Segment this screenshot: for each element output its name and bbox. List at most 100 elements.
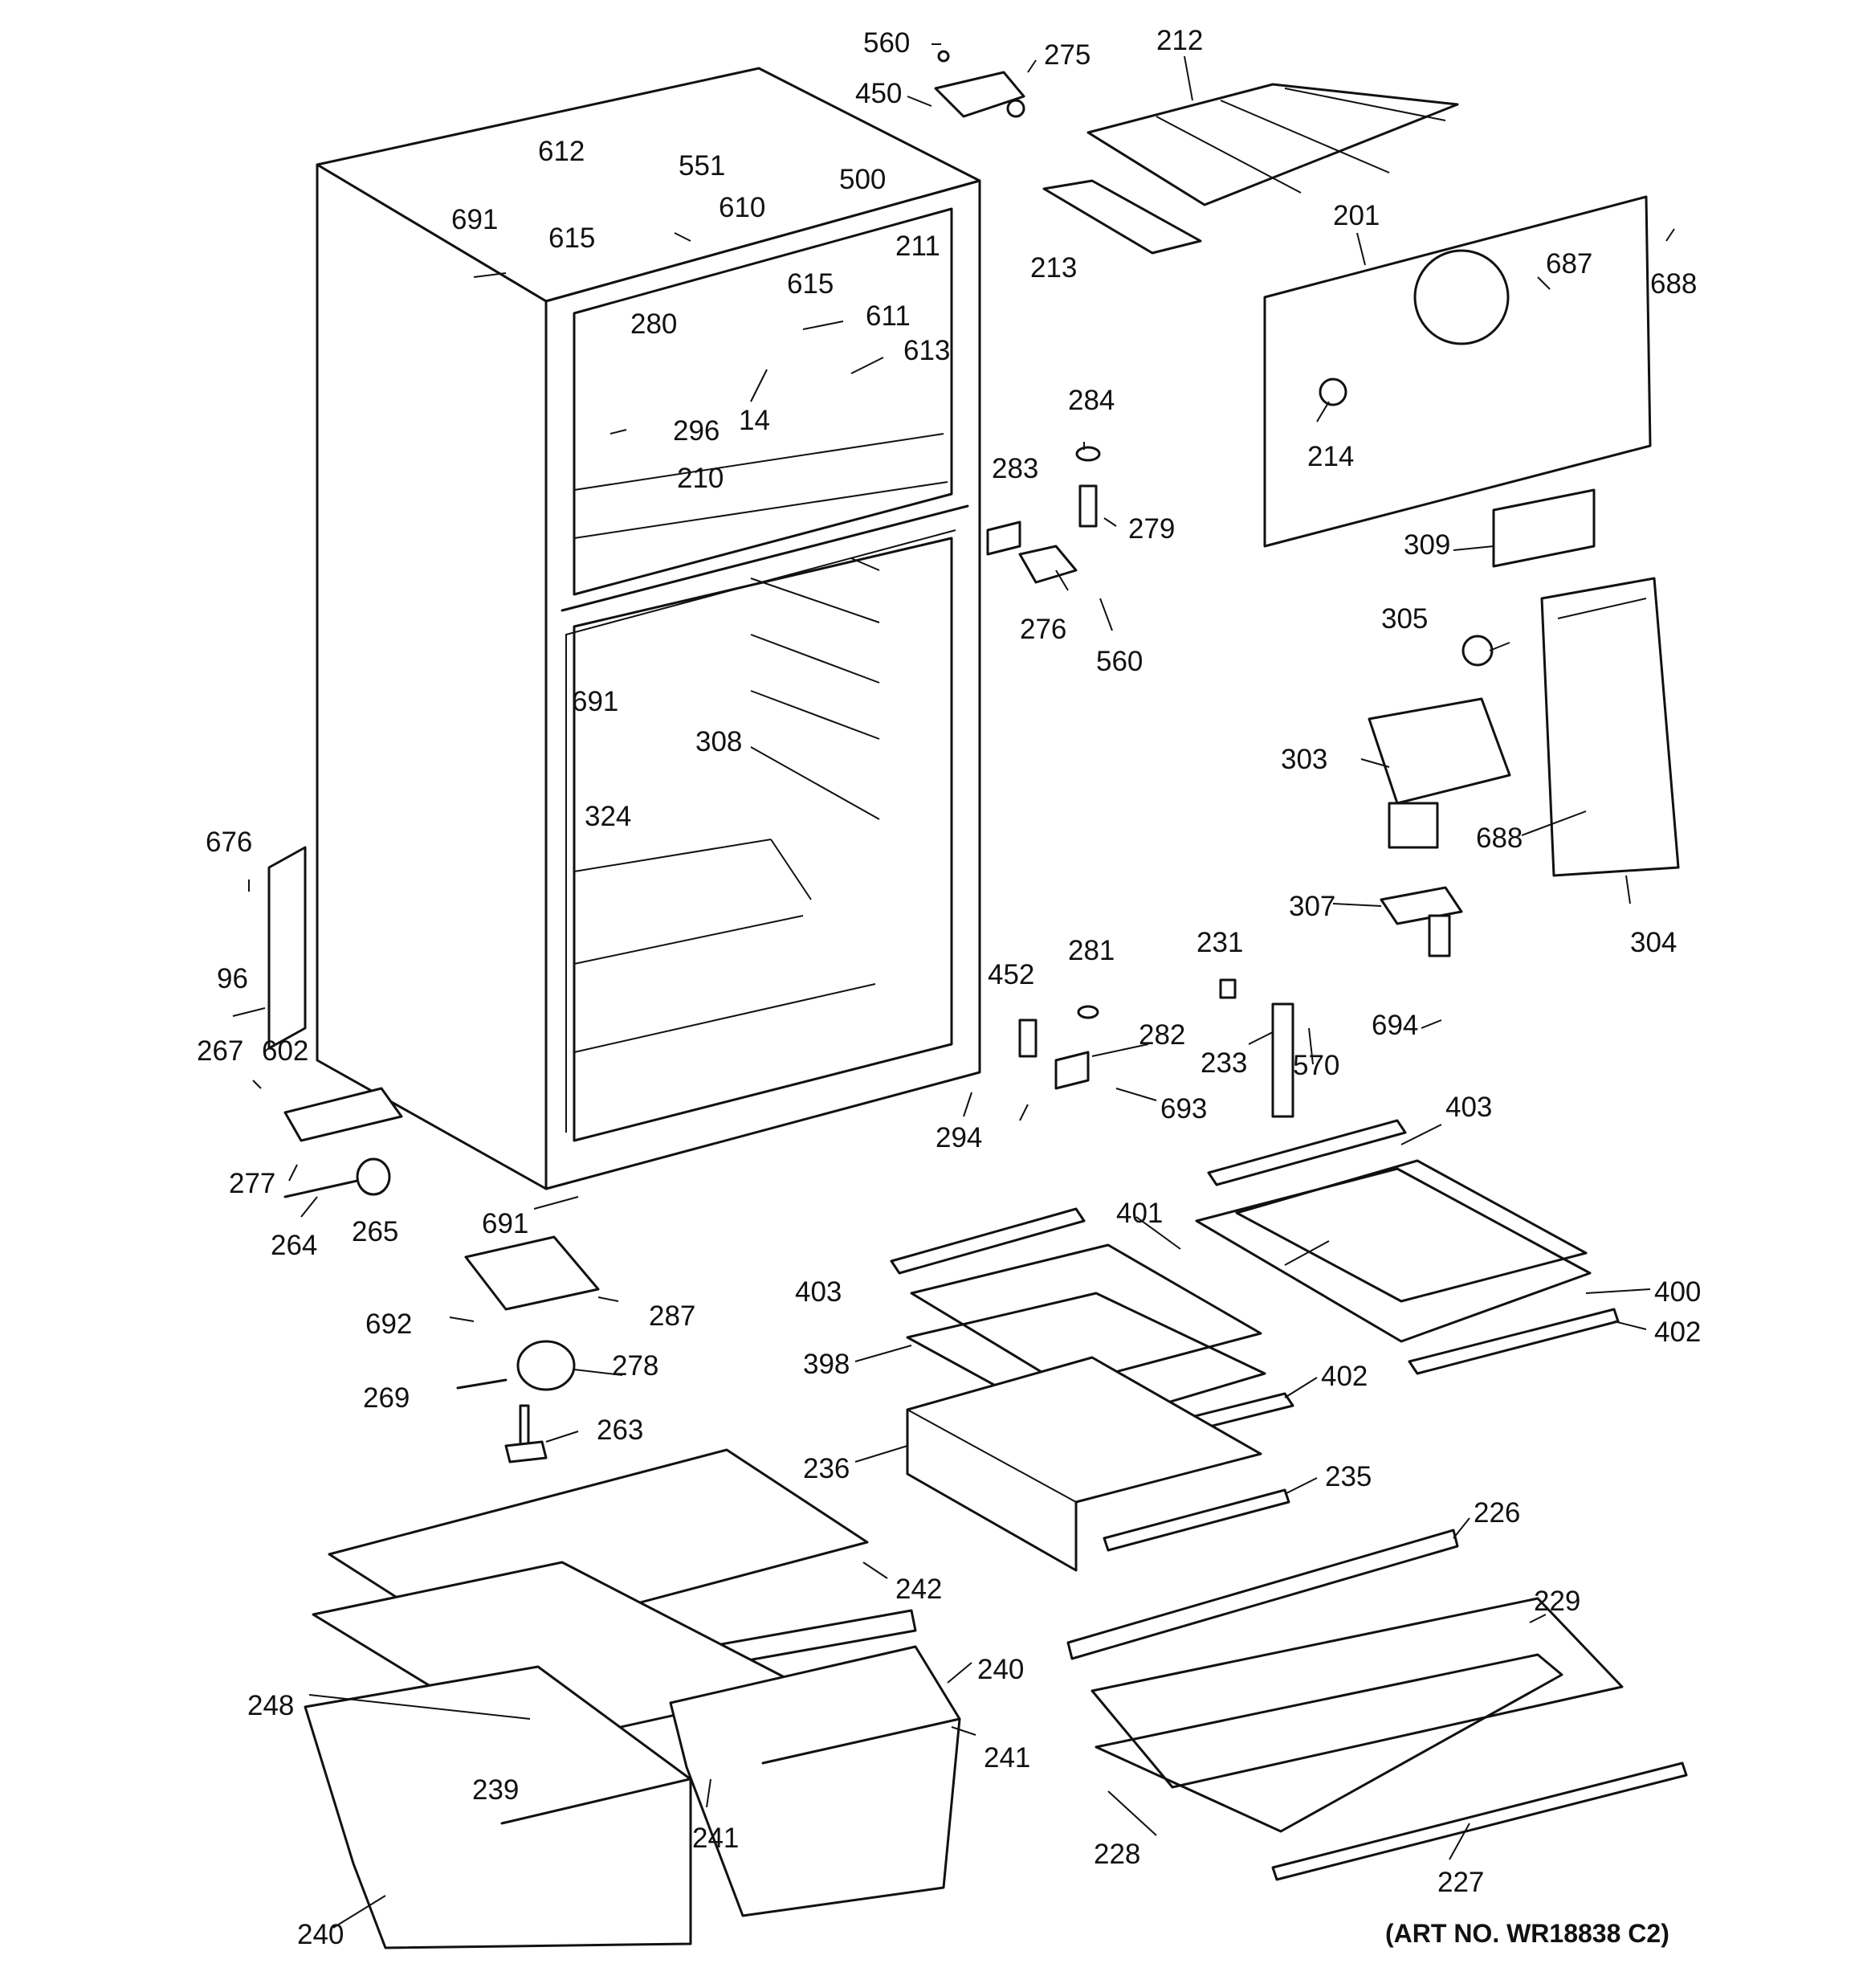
callout-602: 602 — [262, 1035, 308, 1067]
callout-241: 241 — [692, 1823, 739, 1854]
callout-398: 398 — [803, 1349, 850, 1380]
callout-276: 276 — [1020, 614, 1066, 645]
shelf-402-right — [1408, 1308, 1620, 1375]
callout-450: 450 — [855, 78, 902, 109]
callout-613: 613 — [903, 335, 950, 366]
callout-612: 612 — [538, 136, 585, 167]
callout-264: 264 — [271, 1230, 317, 1261]
leveler-plate-267 — [267, 846, 307, 1050]
callout-282: 282 — [1139, 1019, 1185, 1051]
control-housing-304 — [1540, 577, 1680, 877]
hinge-top-275 — [934, 50, 1025, 118]
callout-267: 267 — [197, 1035, 243, 1067]
crisper-drawer-236 — [906, 1356, 1262, 1572]
cabinet — [316, 67, 981, 1190]
leader-lines — [232, 43, 1675, 1929]
callout-551: 551 — [679, 150, 725, 182]
callout-403: 403 — [795, 1276, 842, 1308]
callout-611: 611 — [866, 300, 911, 332]
callout-210: 210 — [677, 463, 724, 494]
callout-304: 304 — [1630, 927, 1677, 958]
leveler-263 — [504, 1404, 548, 1463]
callout-296: 296 — [673, 415, 720, 447]
pin-269 — [456, 1378, 508, 1390]
callout-278: 278 — [612, 1350, 658, 1382]
callout-242: 242 — [895, 1574, 942, 1605]
callout-570: 570 — [1293, 1050, 1339, 1081]
callout-401: 401 — [1116, 1198, 1163, 1229]
callout-400: 400 — [1654, 1276, 1701, 1308]
rail-227 — [1271, 1761, 1688, 1881]
callout-676: 676 — [206, 827, 252, 858]
callout-241: 241 — [984, 1742, 1030, 1774]
hinge-center-276 — [986, 520, 1078, 584]
callout-229: 229 — [1534, 1586, 1580, 1617]
callout-227: 227 — [1437, 1867, 1484, 1898]
callout-560: 560 — [1096, 646, 1143, 677]
callout-277: 277 — [229, 1168, 275, 1199]
wire-shelf-212 — [1086, 83, 1459, 206]
callout-305: 305 — [1381, 603, 1428, 635]
callout-692: 692 — [365, 1308, 412, 1340]
hinge-lower-282 — [1018, 1005, 1099, 1090]
callout-307: 307 — [1289, 891, 1335, 922]
callout-279: 279 — [1128, 513, 1175, 545]
callout-691: 691 — [482, 1208, 528, 1239]
art-number: (ART NO. WR18838 C2) — [1385, 1919, 1669, 1948]
callout-284: 284 — [1068, 385, 1115, 416]
callout-213: 213 — [1030, 252, 1077, 284]
callout-402: 402 — [1654, 1316, 1701, 1348]
shelf-403-left — [890, 1207, 1086, 1275]
wheel-278 — [516, 1340, 576, 1391]
callout-500: 500 — [839, 164, 886, 195]
bin-240-right — [669, 1645, 961, 1917]
callout-324: 324 — [585, 801, 631, 832]
callout-294: 294 — [936, 1122, 982, 1153]
callout-281: 281 — [1068, 935, 1115, 966]
callout-236: 236 — [803, 1453, 850, 1484]
dial-305 — [1461, 635, 1494, 667]
callout-239: 239 — [472, 1774, 519, 1806]
shelf-401-glass — [1195, 1159, 1592, 1343]
callout-688: 688 — [1476, 823, 1523, 854]
callout-615: 615 — [787, 268, 834, 300]
callout-201: 201 — [1333, 200, 1380, 231]
callout-303: 303 — [1281, 744, 1327, 775]
pin-279 — [1075, 446, 1101, 528]
rail-235 — [1103, 1488, 1290, 1552]
callout-263: 263 — [597, 1414, 643, 1446]
callout-403: 403 — [1445, 1092, 1492, 1123]
callout-308: 308 — [695, 726, 742, 757]
callout-610: 610 — [719, 192, 765, 223]
rail-226 — [1066, 1529, 1459, 1660]
callout-691: 691 — [572, 686, 618, 717]
housing-303 — [1368, 697, 1511, 849]
bracket-277 — [283, 1087, 403, 1142]
callout-694: 694 — [1372, 1010, 1418, 1041]
callout-309: 309 — [1404, 529, 1450, 561]
bracket-307 — [1380, 886, 1463, 957]
callout-211: 211 — [895, 231, 940, 262]
callout-693: 693 — [1160, 1093, 1207, 1125]
callout-226: 226 — [1474, 1497, 1520, 1529]
callout-228: 228 — [1094, 1839, 1140, 1870]
shelf-229-glass — [1090, 1597, 1624, 1833]
callout-560: 560 — [863, 27, 910, 59]
panel-309 — [1492, 488, 1596, 568]
callout-14: 14 — [739, 405, 770, 436]
callout-96: 96 — [217, 963, 248, 994]
callout-248: 248 — [247, 1690, 294, 1721]
roller-plate-287 — [464, 1235, 600, 1311]
callout-240: 240 — [297, 1919, 344, 1950]
callout-265: 265 — [352, 1216, 398, 1247]
callout-280: 280 — [630, 308, 677, 340]
rail-233 — [1219, 978, 1294, 1118]
callout-269: 269 — [363, 1382, 410, 1414]
evaporator-cover-201 — [1263, 195, 1652, 548]
callout-233: 233 — [1201, 1047, 1247, 1079]
callout-212: 212 — [1156, 25, 1203, 56]
callout-275: 275 — [1044, 39, 1090, 71]
bin-240-left — [304, 1665, 708, 1949]
